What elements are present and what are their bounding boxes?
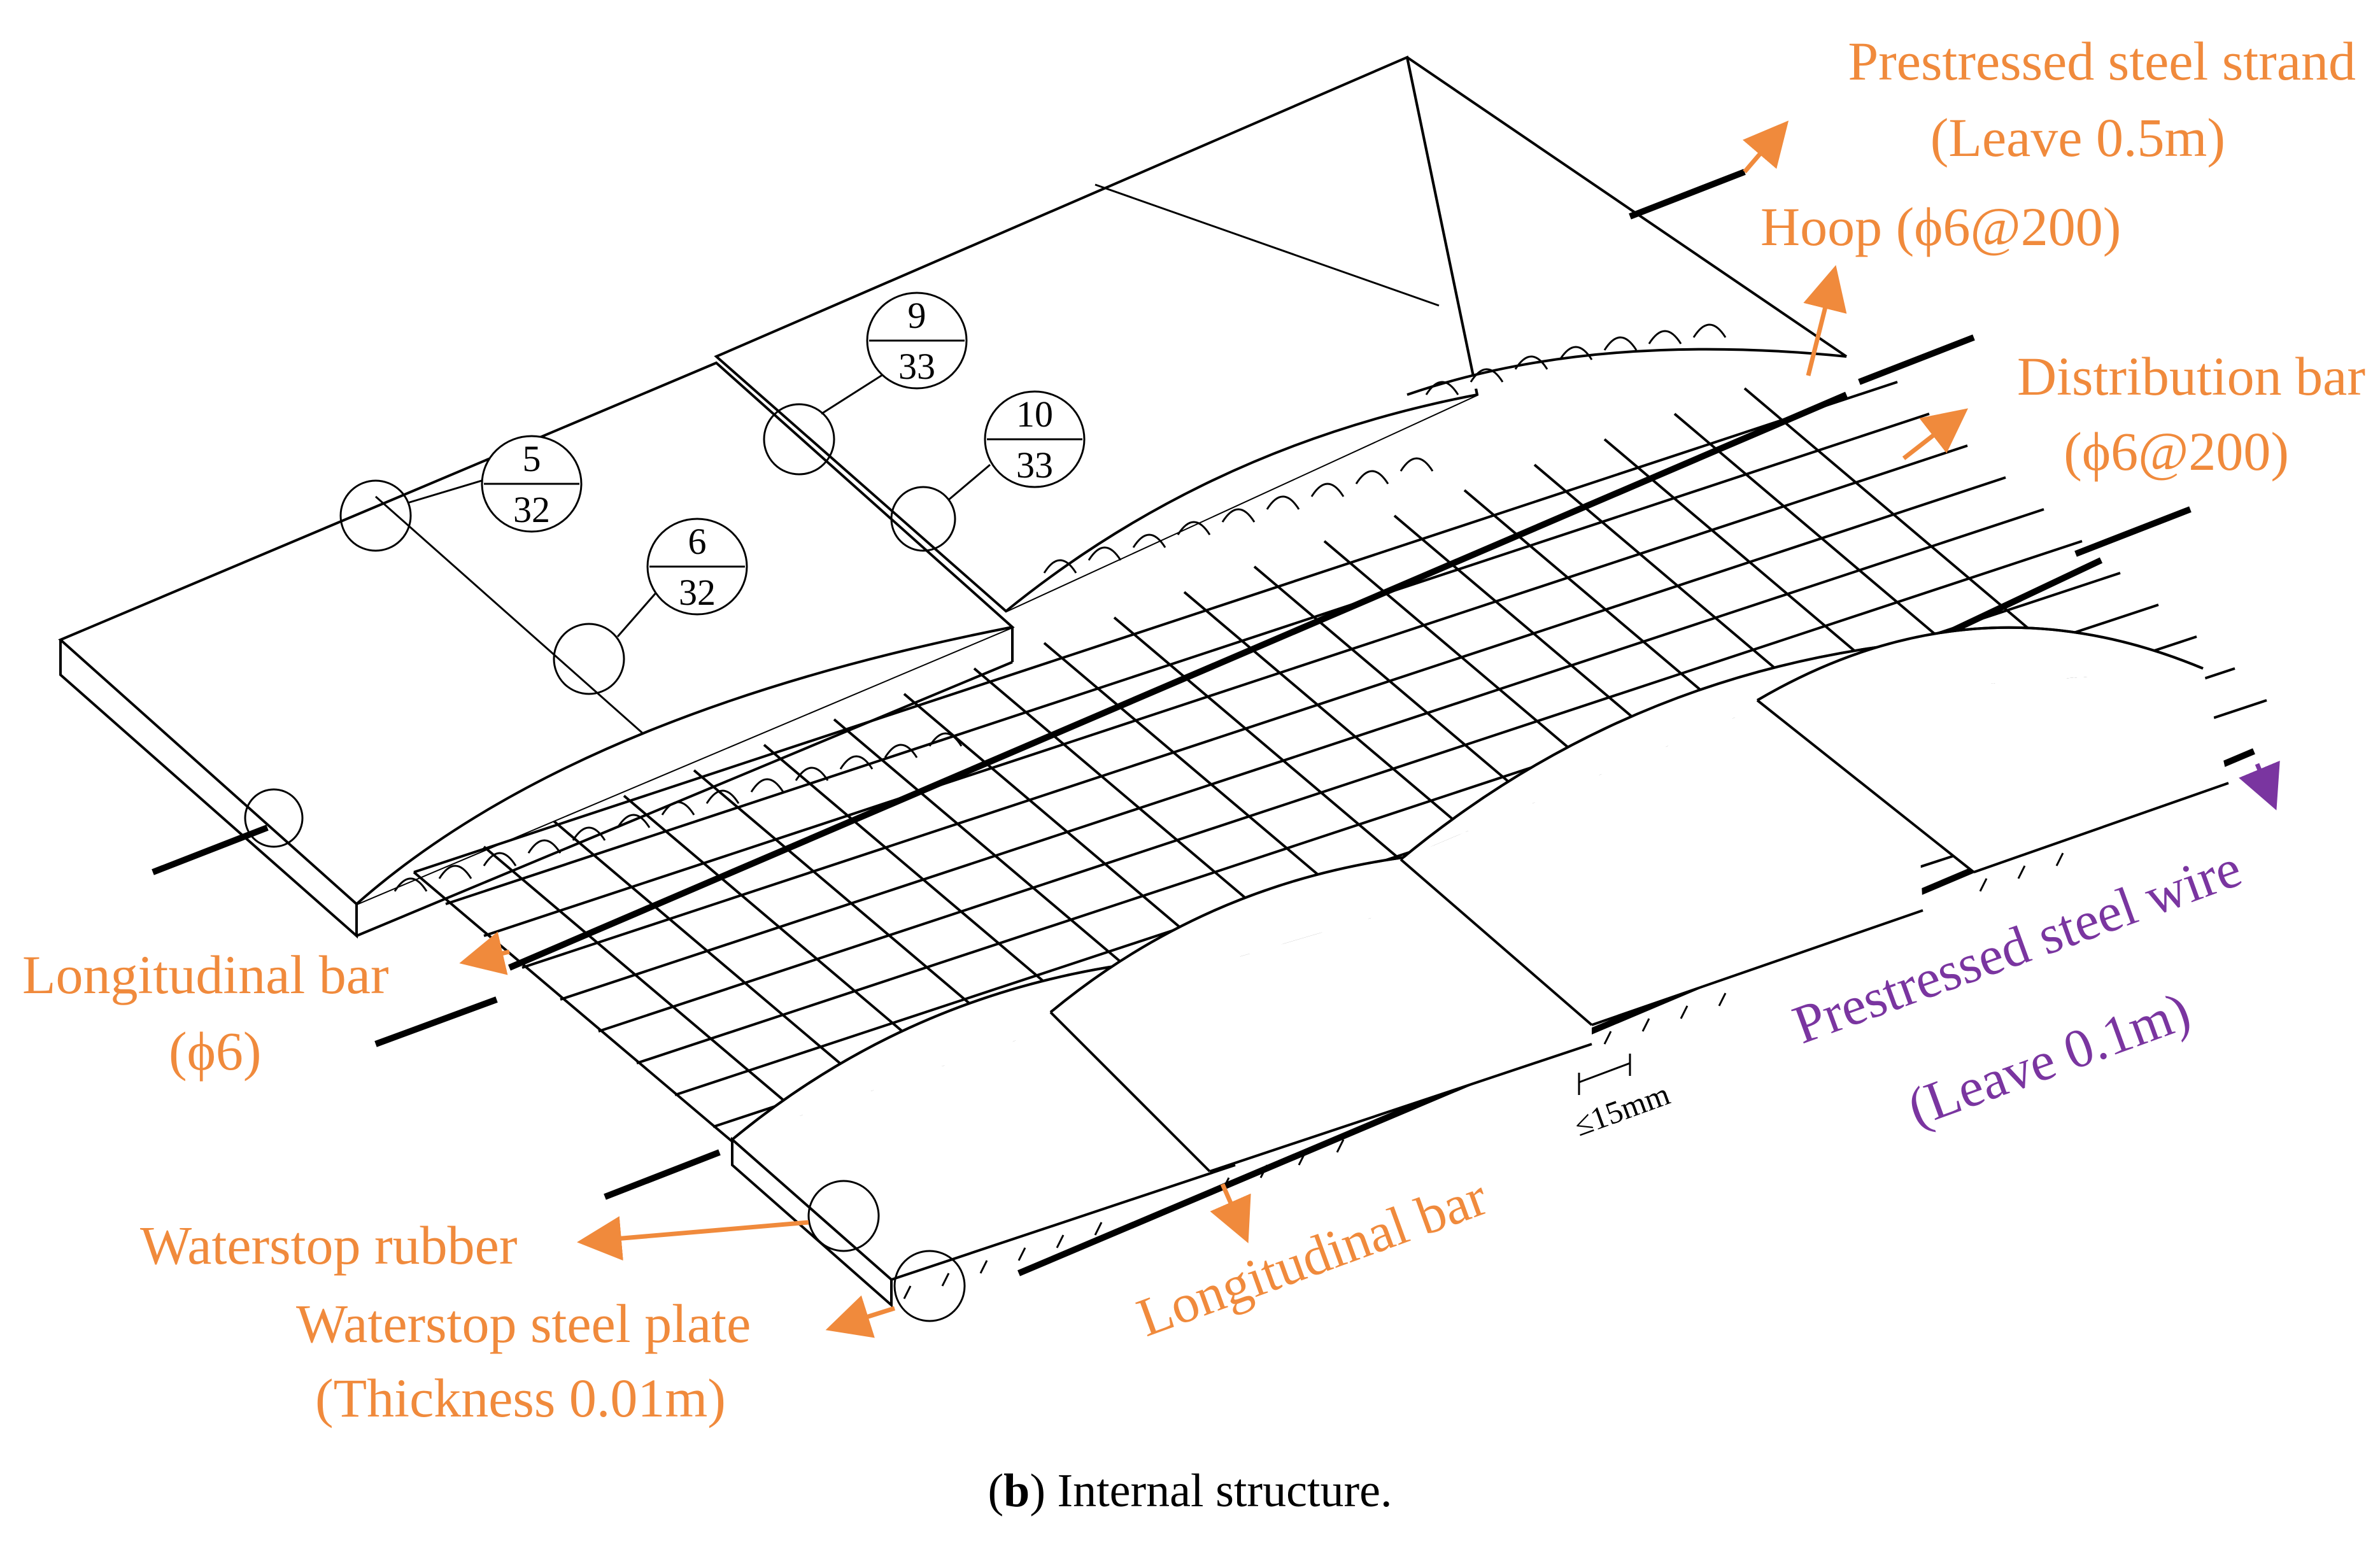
caption-text: Internal structure. [1045,1465,1392,1517]
label-waterstop-steel-plate-note: (Thickness 0.01m) [315,1367,726,1429]
detail-marker-10-33: 10 33 [890,390,1086,552]
caption-letter: b [1003,1465,1030,1517]
label-prestressed-steel-strand: Prestressed steel strand [1848,31,2356,92]
label-waterstop-steel-plate: Waterstop steel plate [296,1293,751,1354]
detail-marker-top: 5 [523,438,541,479]
detail-marker-bottom: 32 [513,489,550,530]
caption-close: ) [1030,1465,1045,1517]
label-longitudinal-bar-left-note: (ϕ6) [169,1021,262,1082]
label-longitudinal-bar-bottom: Longitudinal bar [1130,1166,1495,1348]
label-distribution-bar: Distribution bar [2017,346,2365,407]
label-gap-dimension: ≤15mm [1569,1076,1675,1143]
detail-marker-9-33: 9 33 [763,292,968,476]
wire-ticks [903,852,2064,1299]
label-hoop: Hoop (ϕ6@200) [1760,196,2121,257]
waterstop-markers [244,788,966,1322]
void-holes [393,732,963,892]
detail-marker-top: 10 [1016,393,1053,435]
figure-caption: (b) Internal structure. [0,1464,2380,1518]
detail-markers: 5 32 6 32 9 33 10 33 [339,292,1086,695]
detail-marker-bottom: 33 [1016,444,1053,486]
detail-marker-bottom: 33 [898,346,935,387]
gap-dimension-arrows [1578,1054,1631,1095]
detail-marker-bottom: 32 [679,572,716,613]
void-holes-upper [1043,457,1434,574]
slab-upper-right [714,55,1848,613]
void-holes-upper-right [1425,323,1727,395]
caption-open: ( [988,1465,1004,1517]
structure-drawing [58,55,2267,1322]
detail-marker-top: 9 [908,295,926,336]
slab-lower-row [731,626,2229,1308]
detail-marker-top: 6 [688,521,707,562]
label-distribution-bar-note: (ϕ6@200) [2064,421,2289,482]
label-longitudinal-bar-left: Longitudinal bar [22,944,389,1005]
detail-marker-6-32: 6 32 [553,518,748,695]
label-waterstop-rubber: Waterstop rubber [140,1215,517,1276]
detail-marker-5-32: 5 32 [339,435,583,552]
annotation-arrows [459,120,2280,1338]
strand-protrusions [152,169,2192,1200]
label-prestressed-steel-strand-note: (Leave 0.5m) [1930,107,2225,168]
